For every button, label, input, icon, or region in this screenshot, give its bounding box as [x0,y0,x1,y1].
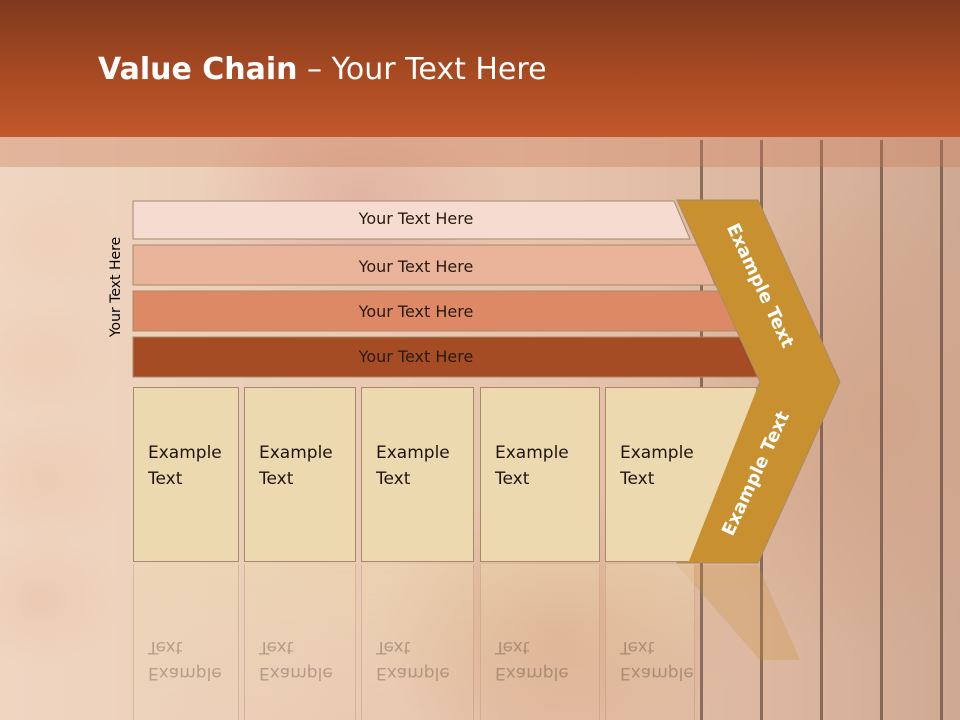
box-reflection: Example Text [133,564,239,720]
box-reflection: Example Text [605,564,695,720]
example-box-2[interactable]: Example Text [244,387,356,562]
reflection-text: Example Text [376,637,450,683]
reflection-text: Example Text [148,637,222,683]
example-box-4[interactable]: Example Text [480,387,600,562]
slide-title: Value Chain – Your Text Here [98,52,547,87]
reflection-text: Example Text [495,637,569,683]
cage-wire [820,140,823,720]
title-bar [0,0,960,137]
chevron-reflection [677,565,800,660]
box-reflection: Example Text [244,564,356,720]
row-label-3: Your Text Here [358,302,474,321]
box-reflection: Example Text [361,564,474,720]
example-box-text: Example Text [148,443,222,489]
reflection-text: Example Text [259,637,333,683]
row-label-4: Your Text Here [358,347,474,366]
example-box-1[interactable]: Example Text [133,387,239,562]
title-bold: Value Chain [98,52,298,87]
chevron-arrow[interactable] [676,199,841,564]
row-bar-2[interactable] [132,244,716,286]
row-bar-1[interactable] [132,200,691,240]
row-label-1: Your Text Here [358,209,474,228]
example-box-text: Example Text [495,443,569,489]
example-box-text: Example Text [376,443,450,489]
box-reflection: Example Text [480,564,600,720]
cage-wire [880,140,883,720]
row-label-2: Your Text Here [358,257,474,276]
cage-wire [940,140,943,720]
example-box-3[interactable]: Example Text [361,387,474,562]
title-rest: – Your Text Here [297,52,547,87]
example-box-text: Example Text [259,443,333,489]
title-bar-strip [0,137,960,167]
reflection-text: Example Text [620,637,694,683]
example-box-text: Example Text [620,443,694,489]
